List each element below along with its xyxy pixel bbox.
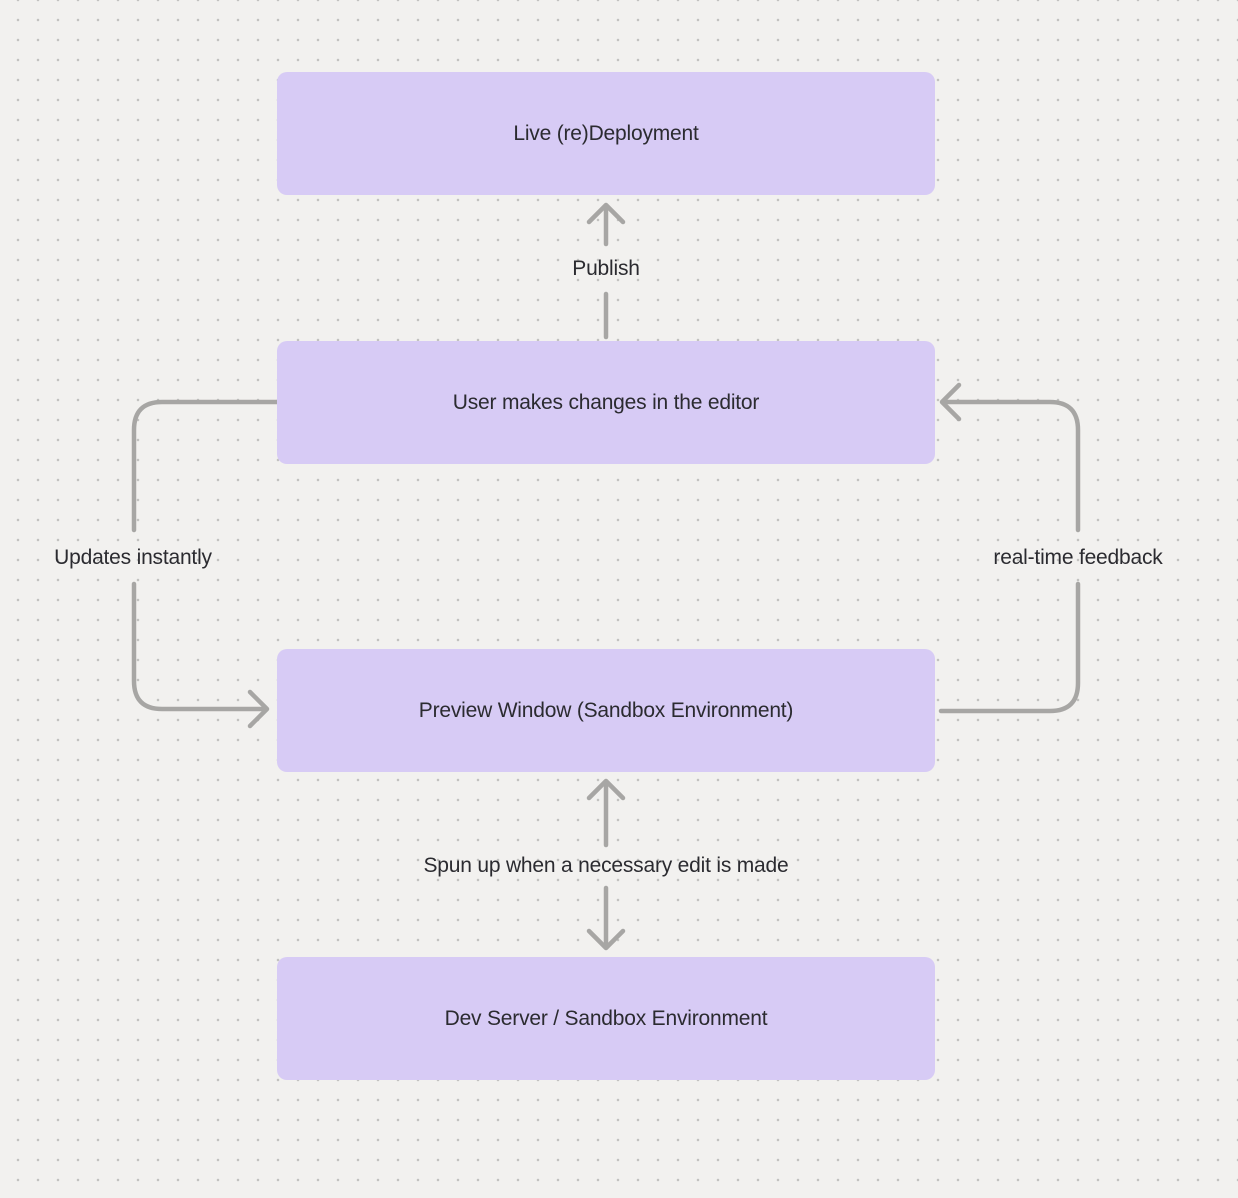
edge-label-publish: Publish xyxy=(572,257,640,280)
node-user-editor[interactable]: User makes changes in the editor xyxy=(277,341,935,464)
node-live-redeployment[interactable]: Live (re)Deployment xyxy=(277,72,935,195)
edge-updates-upper-curve xyxy=(131,399,280,533)
edge-realtime-feedback-connector xyxy=(938,382,1081,714)
node-dev-server[interactable]: Dev Server / Sandbox Environment xyxy=(277,957,935,1080)
edge-feedback-lower-curve xyxy=(938,581,1081,714)
edge-label-realtime-feedback: real-time feedback xyxy=(993,546,1163,569)
node-dev-server-label: Dev Server / Sandbox Environment xyxy=(444,1006,768,1030)
edge-feedback-upper-curve xyxy=(942,399,1081,533)
edge-updates-instantly-connector xyxy=(131,399,280,729)
node-preview-window-label: Preview Window (Sandbox Environment) xyxy=(418,698,794,722)
edge-label-spun-up: Spun up when a necessary edit is made xyxy=(423,854,789,877)
arrow-left-icon xyxy=(939,382,962,422)
edge-updates-lower-curve xyxy=(131,581,267,712)
node-user-editor-label: User makes changes in the editor xyxy=(452,390,760,414)
arrow-up-icon xyxy=(586,202,626,225)
node-live-redeployment-label: Live (re)Deployment xyxy=(513,121,699,145)
edge-publish-connector xyxy=(586,202,626,340)
arrow-down-icon xyxy=(586,928,626,951)
edge-label-updates-instantly: Updates instantly xyxy=(54,546,212,569)
arrow-right-icon xyxy=(247,689,270,729)
arrow-up-icon xyxy=(586,778,626,801)
edge-spun-up-connector xyxy=(586,778,626,951)
node-preview-window[interactable]: Preview Window (Sandbox Environment) xyxy=(277,649,935,772)
